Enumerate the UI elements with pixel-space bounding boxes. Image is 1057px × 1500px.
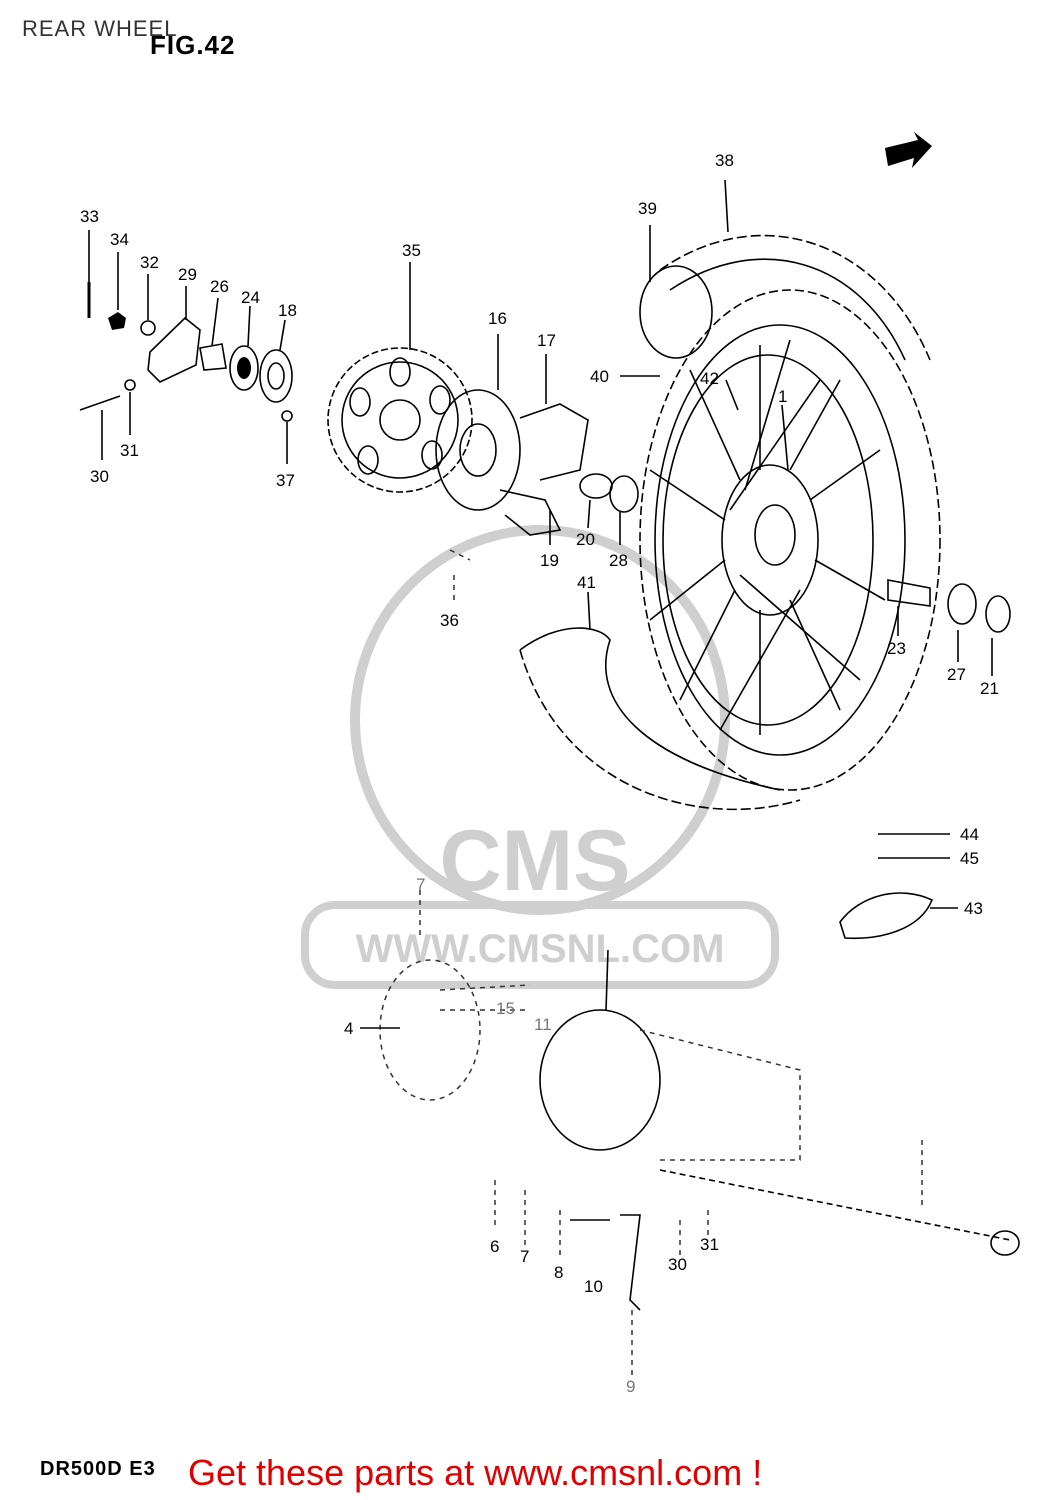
page-title: REAR WHEEL (22, 16, 178, 41)
callout-38: 38 (715, 151, 734, 170)
axle-spacers (887, 579, 1011, 676)
get-parts-link[interactable]: Get these parts at www.cmsnl.com ! (188, 1452, 763, 1493)
callout-1: 1 (778, 387, 787, 406)
callout-35: 35 (402, 241, 421, 260)
watermark-url: WWW.CMSNL.COM (356, 927, 725, 971)
part-callouts: 33 34 32 29 26 24 18 30 31 37 35 16 17 1… (80, 151, 999, 1396)
callout-lower-11: 11 (534, 1015, 552, 1034)
callout-lower-30: 30 (668, 1255, 687, 1274)
callout-29: 29 (178, 265, 197, 284)
callout-24: 24 (241, 288, 260, 307)
rear-sprocket (327, 262, 473, 493)
callout-lower-15: 15 (496, 999, 515, 1018)
rim-lock-parts (839, 833, 958, 940)
callout-27: 27 (947, 665, 966, 684)
callout-21: 21 (980, 679, 999, 698)
callout-45: 45 (960, 849, 979, 868)
callout-33: 33 (80, 207, 99, 226)
callout-40: 40 (590, 367, 609, 386)
callout-lower-31: 31 (700, 1235, 719, 1254)
callout-26: 26 (210, 277, 229, 296)
callout-30: 30 (90, 467, 109, 486)
callout-43: 43 (964, 899, 983, 918)
callout-20: 20 (576, 530, 595, 549)
sprocket-drum-and-dampers (435, 334, 639, 605)
model-label: DR500D E3 (40, 1458, 156, 1480)
callout-34: 34 (110, 230, 129, 249)
callout-18: 18 (278, 301, 297, 320)
callout-28: 28 (609, 551, 628, 570)
callout-19: 19 (540, 551, 559, 570)
callout-37: 37 (276, 471, 295, 490)
tire-and-tube (519, 179, 931, 811)
callout-lower-7b: 7 (520, 1247, 529, 1266)
callout-41: 41 (577, 573, 596, 592)
callout-32: 32 (140, 253, 159, 272)
callout-42: 42 (700, 369, 719, 388)
callout-36: 36 (440, 611, 459, 630)
rear-wheel-assembly (639, 289, 941, 791)
figure-label: FIG.42 (150, 30, 236, 60)
front-direction-arrow-icon (885, 132, 932, 168)
callout-lower-4: 4 (344, 1019, 353, 1038)
callout-lower-7: 7 (416, 875, 425, 894)
watermark-logo-text: CMS (439, 813, 630, 909)
rear-brake-assembly (360, 890, 1020, 1380)
callout-31: 31 (120, 441, 139, 460)
callout-39: 39 (638, 199, 657, 218)
chain-adjuster-group (79, 230, 293, 464)
callout-lower-6: 6 (490, 1237, 499, 1256)
callout-lower-10: 10 (584, 1277, 603, 1296)
callout-23: 23 (887, 639, 906, 658)
callout-16: 16 (488, 309, 507, 328)
callout-lower-9: 9 (626, 1377, 635, 1396)
callout-17: 17 (537, 331, 556, 350)
callout-44: 44 (960, 825, 979, 844)
callout-lower-8: 8 (554, 1263, 563, 1282)
cmsnl-watermark: CMS WWW.CMSNL.COM (301, 525, 779, 989)
